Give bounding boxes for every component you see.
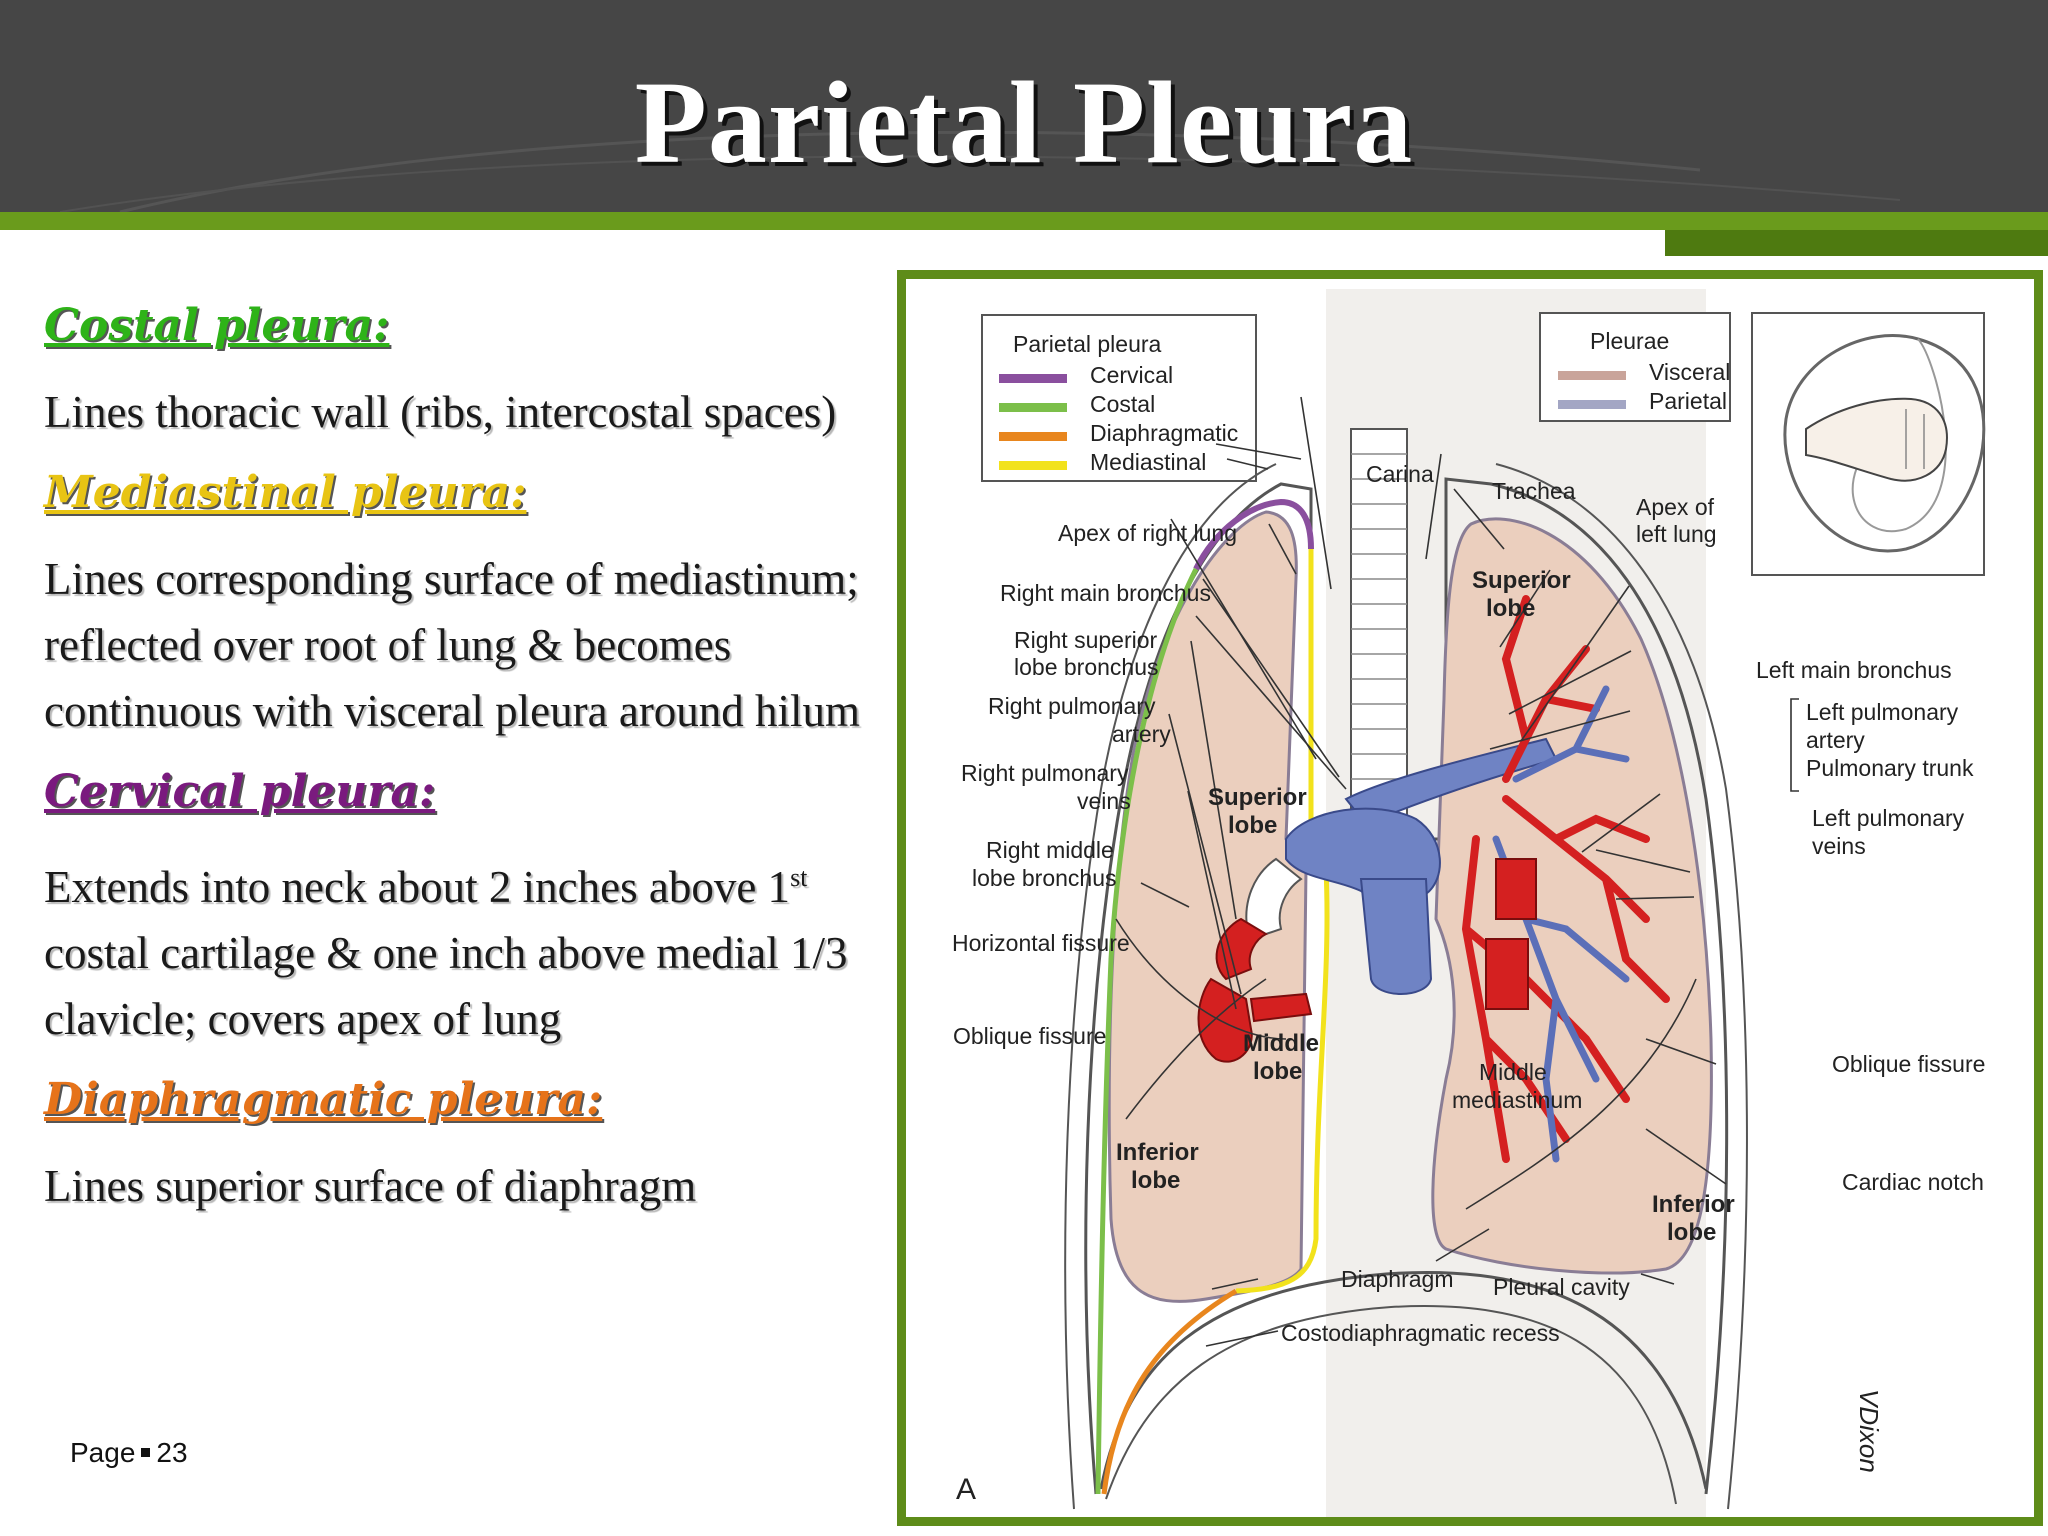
- label-pulmonary-trunk: Pulmonary trunk: [1806, 755, 1974, 781]
- page-number: Page 23: [70, 1437, 188, 1469]
- bullet-square-icon: [141, 1447, 151, 1457]
- label-right-inferior-lobe-2: lobe: [1131, 1167, 1180, 1194]
- section-heading-cervical: Cervical pleura:: [44, 766, 436, 817]
- label-left-main-bronchus: Left main bronchus: [1756, 657, 1952, 683]
- legend-label-visceral: Visceral: [1649, 359, 1730, 385]
- label-right-middle-lobe-bronchus: Right middle: [986, 837, 1114, 863]
- label-middle-lobe-2: lobe: [1253, 1058, 1302, 1085]
- label-horizontal-fissure: Horizontal fissure: [952, 930, 1130, 956]
- right-horizontal-fissure-line: [1115, 918, 1287, 1040]
- legend-swatch-diaphragmatic: [999, 432, 1067, 441]
- label-right-pulmonary-veins-2: veins: [1077, 788, 1131, 814]
- label-oblique-fissure-left: Oblique fissure: [1832, 1051, 1985, 1077]
- legend-label-cervical: Cervical: [1090, 362, 1173, 388]
- label-carina: Carina: [1366, 461, 1434, 487]
- artist-signature: VDixon: [1854, 1389, 1884, 1473]
- label-apex-left-lung-2: left lung: [1636, 521, 1717, 547]
- label-panel-a: A: [956, 1473, 976, 1506]
- label-left-superior-lobe-2: lobe: [1486, 595, 1535, 622]
- section-heading-mediastinal: Mediastinal pleura:: [44, 467, 527, 518]
- label-left-pulmonary-artery-2: artery: [1806, 727, 1865, 753]
- label-right-superior-lobe-bronchus: Right superior: [1014, 627, 1158, 653]
- fist-icon: [1805, 397, 1948, 482]
- pleura-diagram: Parietal pleura Cervical Costal Diaphrag…: [897, 270, 2043, 1526]
- section-heading-diaphragmatic: Diaphragmatic pleura:: [44, 1074, 603, 1125]
- label-apex-left-lung: Apex of: [1636, 494, 1715, 520]
- label-left-inferior-lobe: Inferior: [1652, 1191, 1735, 1218]
- right-oblique-fissure-line: [1125, 978, 1267, 1120]
- legend-parietal-title: Parietal pleura: [1013, 331, 1162, 357]
- legend-parietal-pleura: Parietal pleura Cervical Costal Diaphrag…: [981, 314, 1257, 482]
- label-right-pulmonary-artery-2: artery: [1112, 721, 1171, 747]
- label-left-pulmonary-veins: Left pulmonary: [1812, 805, 1965, 831]
- legend-swatch-cervical: [999, 374, 1067, 383]
- label-left-pulmonary-veins-2: veins: [1812, 833, 1866, 859]
- label-right-middle-lobe-bronchus-2: lobe bronchus: [972, 865, 1117, 891]
- label-diaphragm: Diaphragm: [1341, 1266, 1454, 1292]
- header-divider: [0, 212, 2048, 230]
- legend-label-parietal: Parietal: [1649, 388, 1727, 414]
- cervical-text-start: Extends into neck about 2 inches above 1: [44, 862, 791, 912]
- cervical-pleura-line: [1193, 498, 1314, 571]
- header-divider-tab: [1665, 230, 2048, 256]
- legend-swatch-parietal: [1558, 400, 1626, 409]
- label-leader-lines: [1140, 396, 1727, 1347]
- costal-pleura-line: [1095, 567, 1199, 1495]
- label-left-superior-lobe: Superior: [1472, 567, 1571, 594]
- label-middle-lobe: Middle: [1243, 1030, 1319, 1057]
- section-text-mediastinal: Lines corresponding surface of mediastin…: [44, 554, 861, 736]
- diaphragm-outline: [1099, 1270, 1708, 1490]
- label-oblique-fissure-right: Oblique fissure: [953, 1023, 1106, 1049]
- slide-title: Parietal Pleura: [634, 57, 1414, 188]
- label-middle-mediastinum: Middle: [1479, 1059, 1547, 1085]
- page-number-value: 23: [156, 1437, 188, 1468]
- legend-label-mediastinal: Mediastinal: [1090, 449, 1206, 475]
- label-apex-right-lung: Apex of right lung: [1058, 520, 1237, 546]
- label-cardiac-notch: Cardiac notch: [1842, 1169, 1984, 1195]
- label-right-superior-lobe: Superior: [1208, 784, 1307, 811]
- label-right-superior-lobe-bronchus-2: lobe bronchus: [1014, 654, 1159, 680]
- bracket-left-pulmonary-artery: [1790, 698, 1799, 792]
- left-lung: [1431, 517, 1713, 1275]
- legend-pleurae-title: Pleurae: [1590, 328, 1669, 354]
- legend-swatch-visceral: [1558, 371, 1626, 380]
- label-right-main-bronchus: Right main bronchus: [1000, 580, 1211, 606]
- fist-balloon-inset: [1751, 312, 1986, 576]
- balloon-outline: [1783, 334, 1986, 553]
- title-bar: [0, 0, 2048, 212]
- section-heading-costal: Costal pleura:: [44, 300, 390, 351]
- legend-swatch-costal: [999, 403, 1067, 412]
- label-right-pulmonary-veins: Right pulmonary: [961, 760, 1129, 786]
- legend-pleurae: Pleurae Visceral Parietal: [1539, 312, 1731, 422]
- legend-swatch-mediastinal: [999, 461, 1067, 470]
- left-pulmonary-vessels: [1461, 595, 1670, 1163]
- label-costodiaphragmatic-recess: Costodiaphragmatic recess: [1281, 1320, 1560, 1346]
- left-oblique-fissure-line: [1465, 978, 1697, 1210]
- pleura-diagram-svg: Parietal pleura Cervical Costal Diaphrag…: [906, 279, 2034, 1517]
- label-left-inferior-lobe-2: lobe: [1667, 1219, 1716, 1246]
- legend-label-costal: Costal: [1090, 391, 1155, 417]
- label-trachea: Trachea: [1492, 478, 1576, 504]
- section-text-cervical: Extends into neck about 2 inches above 1…: [44, 845, 864, 1052]
- section-text-costal: Lines thoracic wall (ribs, intercostal s…: [44, 387, 837, 437]
- label-left-pulmonary-artery: Left pulmonary: [1806, 699, 1959, 725]
- page-label: Page: [70, 1437, 136, 1468]
- label-right-inferior-lobe: Inferior: [1116, 1139, 1199, 1166]
- label-right-pulmonary-artery: Right pulmonary: [988, 693, 1156, 719]
- diaphragmatic-pleura-line: [1101, 1288, 1238, 1495]
- label-middle-mediastinum-2: mediastinum: [1452, 1087, 1582, 1113]
- cervical-superscript: st: [790, 863, 808, 892]
- text-column: Costal pleura: Lines thoracic wall (ribs…: [44, 300, 864, 1219]
- label-right-superior-lobe-2: lobe: [1228, 812, 1277, 839]
- section-text-diaphragmatic: Lines superior surface of diaphragm: [44, 1161, 697, 1211]
- legend-label-diaphragmatic: Diaphragmatic: [1090, 420, 1238, 446]
- cervical-text-end: costal cartilage & one inch above medial…: [44, 928, 848, 1044]
- header-swoosh-decoration: [59, 130, 1901, 212]
- label-pleural-cavity: Pleural cavity: [1493, 1274, 1630, 1300]
